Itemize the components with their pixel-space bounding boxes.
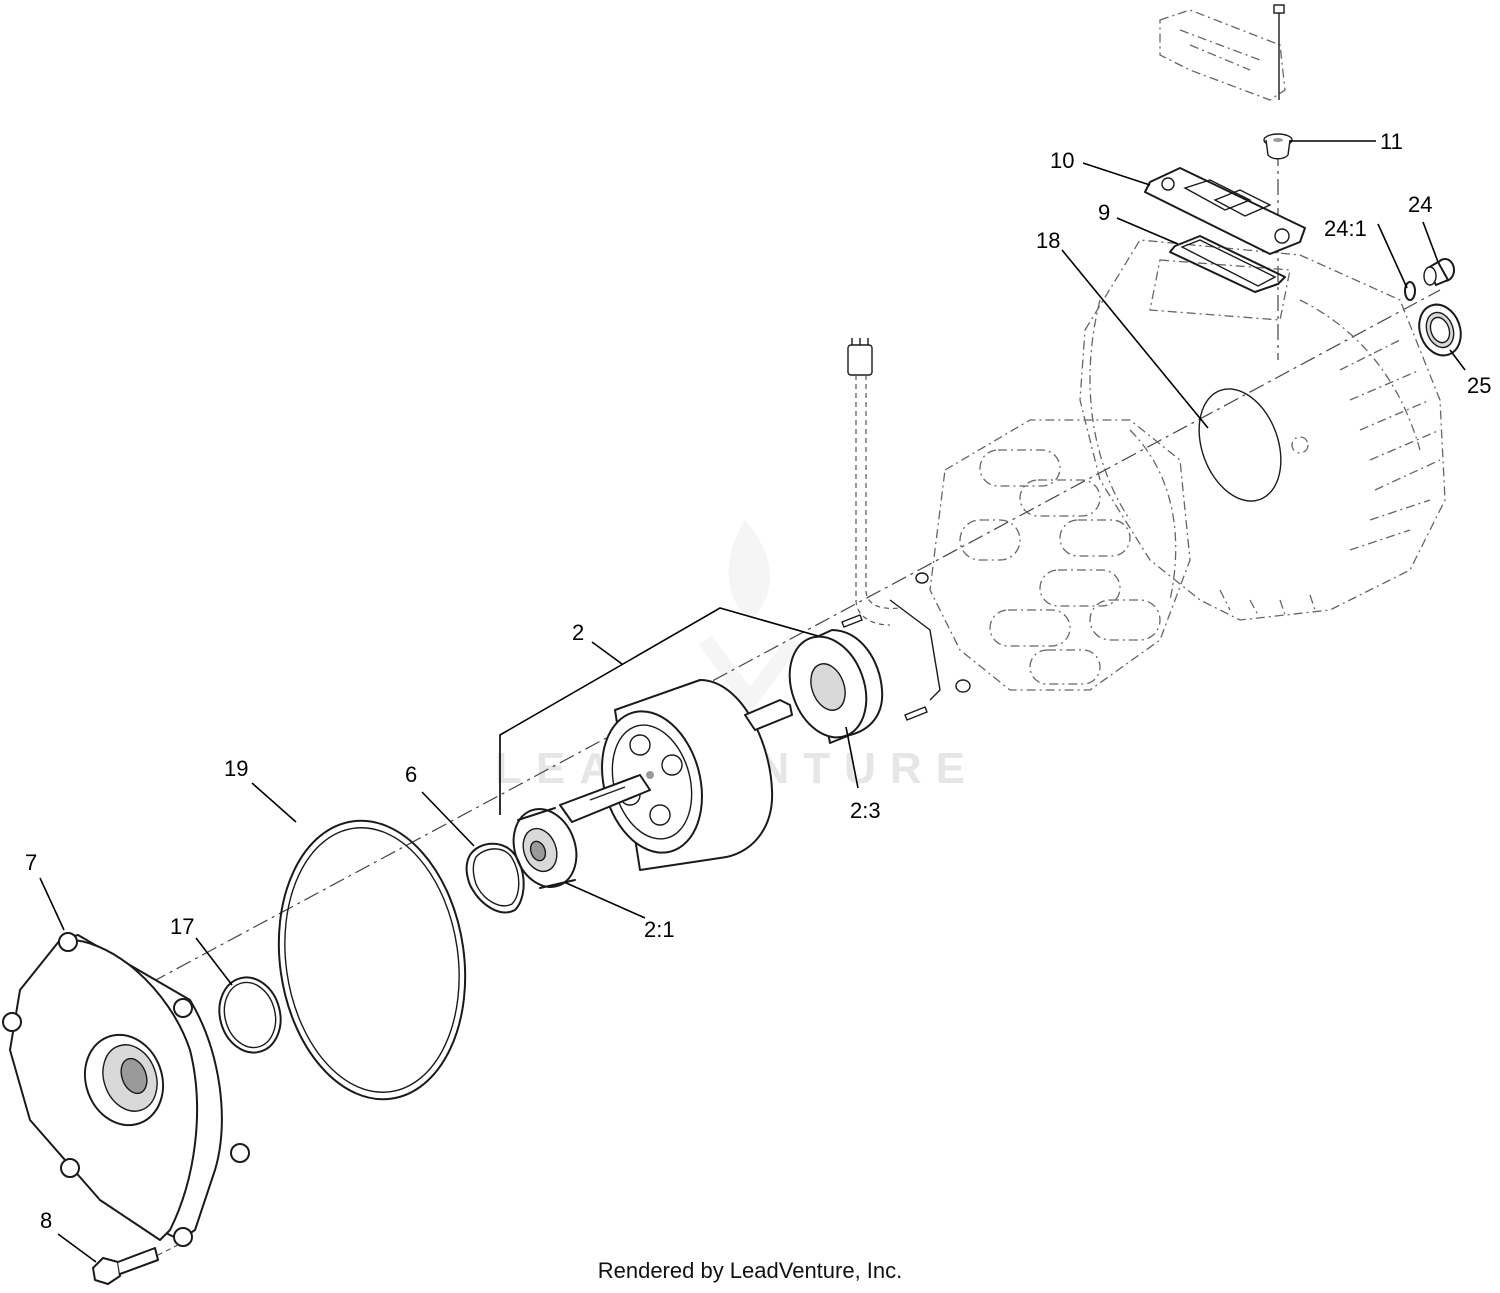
callout-9: 9: [1098, 200, 1110, 225]
part-24-1-o-ring: [1404, 281, 1416, 301]
callout-24-1: 24:1: [1324, 216, 1367, 241]
part-2-3-bearing: [788, 629, 884, 744]
callout-11: 11: [1380, 129, 1403, 154]
terminal-block: [1159, 9, 1286, 101]
part-9-gasket: [1169, 235, 1286, 293]
part-25-seal: [1418, 303, 1462, 357]
watermark-logo: [698, 520, 802, 714]
callout-18: 18: [1036, 228, 1060, 253]
callout-labels: 11 10 9 18 24:1 24 25 2 2:3 2:1 6 19 17 …: [25, 129, 1491, 1233]
part-17-o-ring: [218, 976, 282, 1054]
part-6-o-ring: [465, 842, 525, 914]
callout-7: 7: [25, 850, 37, 875]
callout-25: 25: [1467, 373, 1491, 398]
stator-assembly: [929, 419, 1191, 691]
callout-24: 24: [1408, 192, 1432, 217]
stator-fasteners: [841, 572, 971, 721]
callout-8: 8: [40, 1208, 52, 1233]
part-8-bolt: [92, 1243, 181, 1285]
stator-windings: [959, 449, 1161, 685]
assembly-axis: [99, 289, 1441, 1011]
callout-6: 6: [405, 762, 417, 787]
callout-19: 19: [224, 756, 248, 781]
terminal-screw: [1273, 4, 1285, 100]
part-10-cover-plate: [1144, 167, 1306, 255]
callout-2: 2: [572, 620, 584, 645]
part-19-o-ring: [277, 819, 467, 1101]
part-24-plug: [1423, 258, 1455, 286]
callout-17: 17: [170, 914, 194, 939]
footer-credit: Rendered by LeadVenture, Inc.: [597, 1258, 903, 1283]
leader-lines: [39, 140, 1466, 1263]
part-7-end-cover: [2, 932, 250, 1247]
housing-bore-ring: [1198, 388, 1282, 502]
generator-housing: [1079, 239, 1446, 621]
part-11-grommet: [1263, 133, 1293, 160]
callout-2-1: 2:1: [644, 917, 675, 942]
part-2-rotor: [512, 679, 793, 889]
wire-harness: [847, 338, 941, 701]
callout-10: 10: [1050, 148, 1074, 173]
callout-2-3: 2:3: [850, 798, 881, 823]
